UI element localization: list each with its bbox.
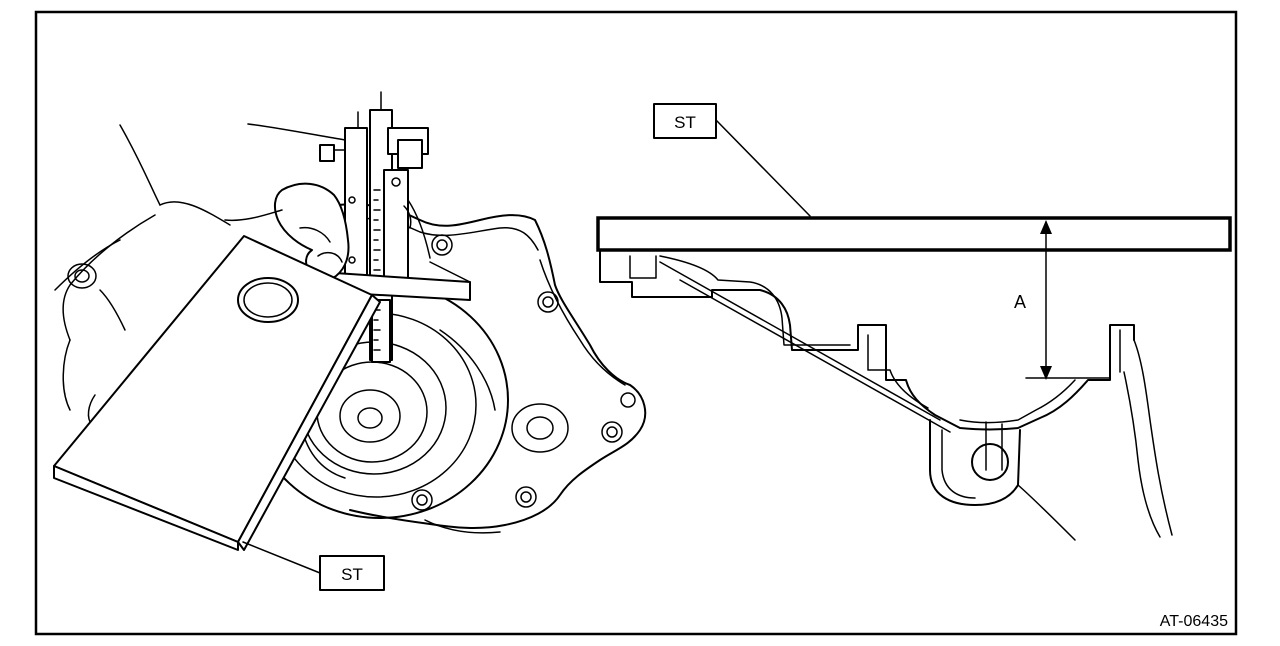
dimension-a-arrow	[1025, 220, 1111, 380]
st-callout-box-left	[319, 555, 385, 591]
left-illustration-caliper-measurement: ST	[53, 91, 647, 591]
st-callout-left: ST	[341, 565, 363, 584]
st-callout-box-right	[653, 103, 717, 139]
figure-code: AT-06435	[1160, 613, 1228, 630]
straightedge-section	[596, 216, 1232, 252]
st-callout-right: ST	[674, 113, 696, 132]
dimension-label-a: A	[1014, 292, 1026, 312]
right-illustration-cross-section: ST A	[596, 103, 1232, 541]
